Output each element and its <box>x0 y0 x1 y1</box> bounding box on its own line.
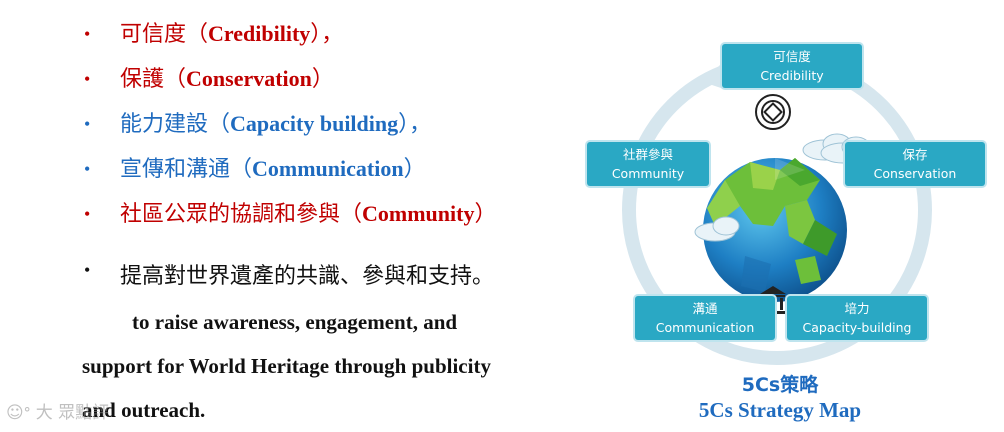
box-en: Communication <box>655 320 755 335</box>
box-capacity-building: 培力 Capacity-building <box>787 296 927 340</box>
paragraph-en-line-2: support for World Heritage through publi… <box>82 354 491 378</box>
world-heritage-emblem-icon <box>755 94 791 130</box>
bullet-dot: • <box>84 204 91 224</box>
box-en: Community <box>611 166 685 181</box>
box-community: 社群參與 Community <box>587 142 709 186</box>
cloud-icon <box>694 216 740 242</box>
bullet-zh: 社區公眾的協調和參與（ <box>120 201 363 226</box>
bullet-en: Conservation <box>186 66 312 91</box>
box-conservation: 保存 Conservation <box>845 142 985 186</box>
watermark: ☺ᐤ 大 眾點評 <box>6 398 109 423</box>
bullet-end: ）， <box>398 111 432 136</box>
bullet-en: Community <box>362 201 475 226</box>
globe-icon <box>703 158 847 302</box>
watermark-logo-icon: ☺ᐤ <box>6 403 31 423</box>
bullet-en: Credibility <box>208 21 311 46</box>
bullet-end: ） <box>311 66 334 91</box>
box-zh: 保存 <box>902 147 928 162</box>
bullet-dot: • <box>84 69 91 89</box>
diagram-graphics <box>622 55 932 365</box>
bullet-dot: • <box>84 260 91 280</box>
bullet-zh: 保護（ <box>120 66 187 91</box>
bullet-end: ） <box>474 201 497 226</box>
bullet-en: Communication <box>252 156 404 181</box>
box-communication: 溝通 Communication <box>635 296 775 340</box>
bullet-zh: 宣傳和溝通（ <box>120 156 253 181</box>
bullet-end: ）， <box>310 21 344 46</box>
box-credibility: 可信度 Credibility <box>722 44 862 88</box>
paragraph-en-line-1: to raise awareness, engagement, and <box>132 310 458 334</box>
bullet-zh: 可信度（ <box>120 21 209 46</box>
bullet-dot: • <box>84 24 91 44</box>
diagram-caption-en: 5Cs Strategy Map <box>698 398 862 422</box>
box-en: Capacity-building <box>802 320 912 335</box>
box-en: Conservation <box>873 166 957 181</box>
bullet-zh: 能力建設（ <box>120 111 231 136</box>
box-zh: 可信度 <box>773 49 811 64</box>
box-zh: 培力 <box>844 301 870 316</box>
bullet-end: ） <box>403 156 426 181</box>
paragraph-en-line-3: and outreach. <box>82 398 206 422</box>
five-cs-diagram: 可信度 Credibility 保存 Conservation 培力 Capac… <box>575 30 995 430</box>
cycle-arrow-head <box>703 64 727 90</box>
bullet-dot: • <box>84 159 91 179</box>
paragraph-zh: 提高對世界遺產的共識、參與和支持。 <box>120 263 495 288</box>
box-zh: 溝通 <box>692 301 718 316</box>
diagram-caption-zh: 5Cs策略 <box>741 374 819 396</box>
box-en: Credibility <box>760 68 824 83</box>
bullet-dot: • <box>84 114 91 134</box>
box-zh: 社群參與 <box>622 147 673 162</box>
bullet-en: Capacity building <box>230 111 399 136</box>
watermark-text: 大 眾點評 <box>35 403 110 423</box>
